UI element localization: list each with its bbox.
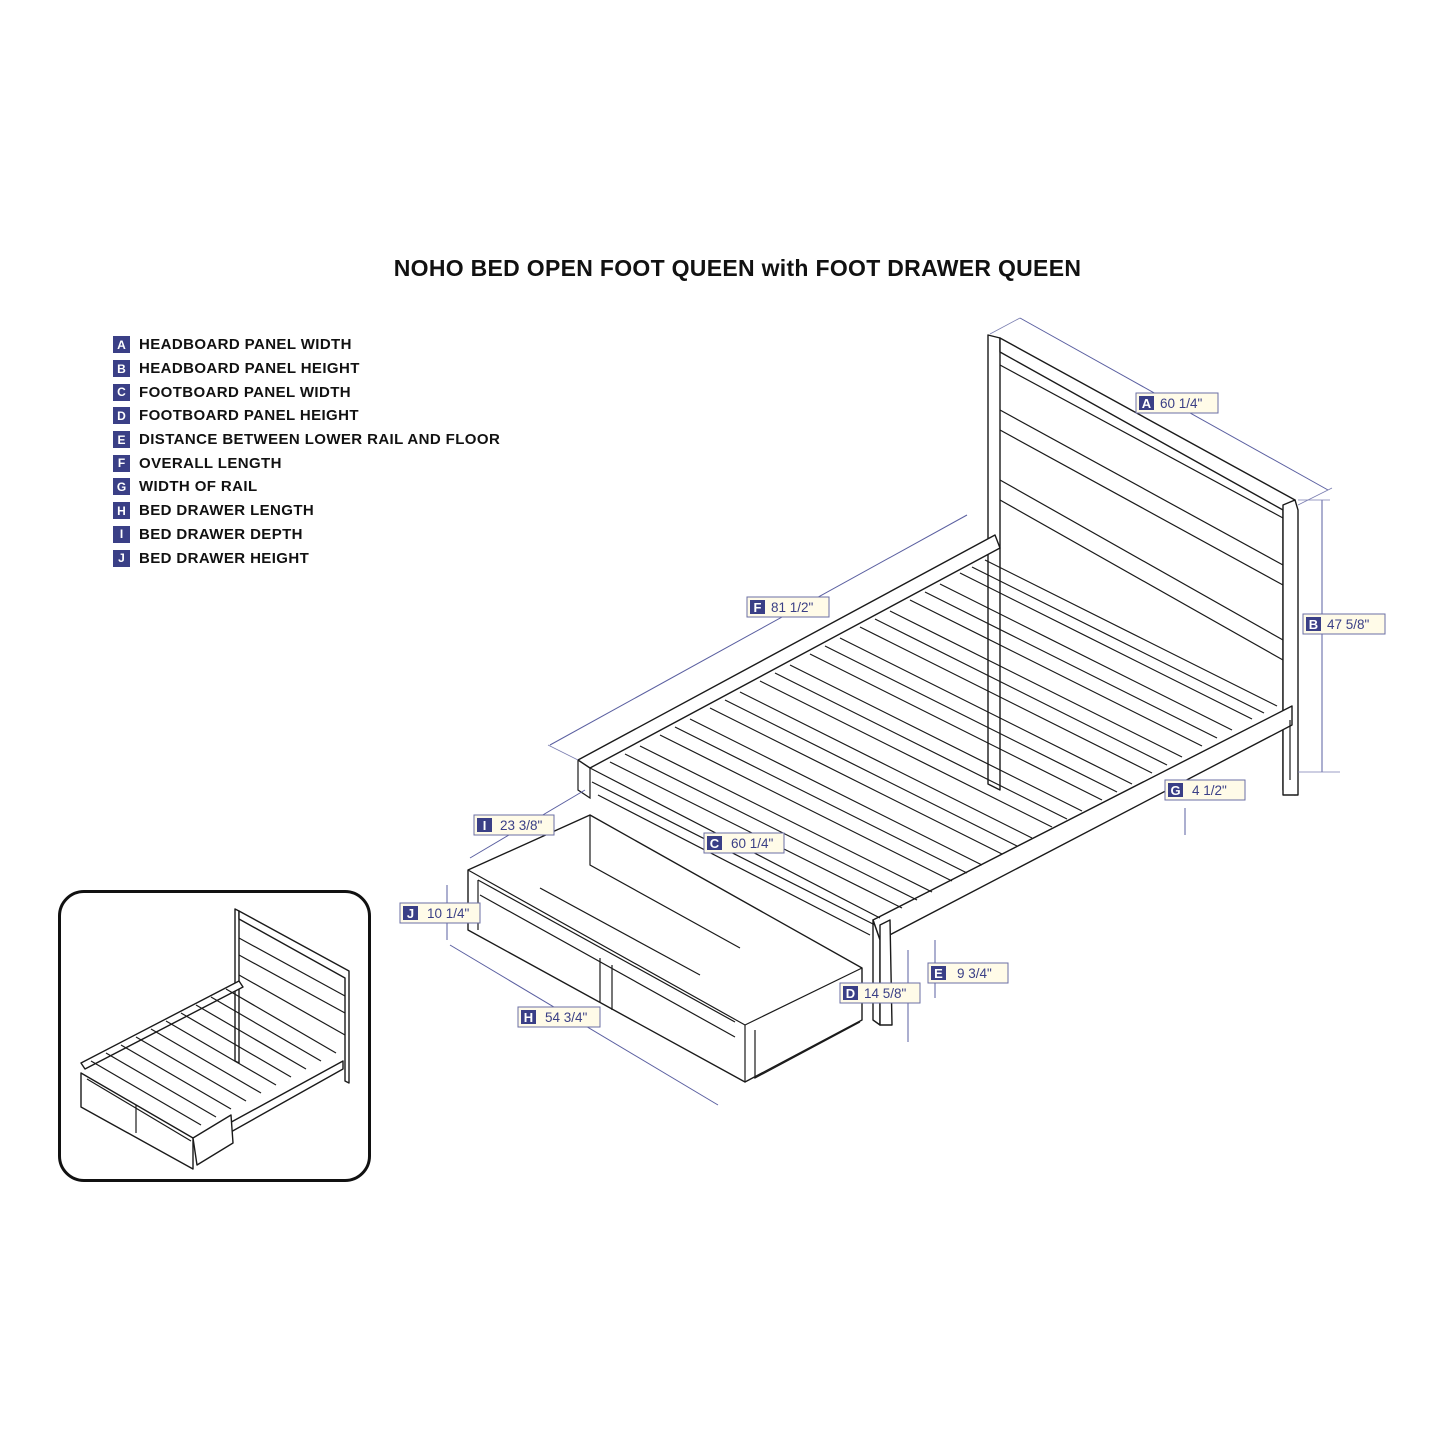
dim-value-a: 60 1/4" (1160, 396, 1203, 411)
dim-label-c: C 60 1/4" (703, 832, 785, 854)
legend-key-d: D (113, 407, 130, 425)
assembled-bed-thumbnail (58, 890, 371, 1182)
legend-label-f: OVERALL LENGTH (139, 454, 282, 472)
legend-item-c: C FOOTBOARD PANEL WIDTH (113, 380, 500, 404)
legend-item-j: J BED DRAWER HEIGHT (113, 546, 500, 570)
dim-label-f: F 81 1/2" (746, 596, 830, 618)
dim-value-j: 10 1/4" (427, 906, 470, 921)
legend-label-d: FOOTBOARD PANEL HEIGHT (139, 407, 359, 425)
legend-item-g: G WIDTH OF RAIL (113, 475, 500, 499)
legend-label-a: HEADBOARD PANEL WIDTH (139, 336, 352, 354)
dim-label-j: J 10 1/4" (399, 902, 481, 924)
legend-key-i: I (113, 525, 130, 543)
legend-label-j: BED DRAWER HEIGHT (139, 549, 310, 567)
legend-item-i: I BED DRAWER DEPTH (113, 523, 500, 547)
legend-item-d: D FOOTBOARD PANEL HEIGHT (113, 404, 500, 428)
legend-label-i: BED DRAWER DEPTH (139, 525, 303, 543)
dim-value-b: 47 5/8" (1327, 617, 1370, 632)
legend-item-f: F OVERALL LENGTH (113, 451, 500, 475)
dim-key-c: C (710, 836, 720, 851)
dim-label-b: B 47 5/8" (1302, 613, 1386, 635)
dim-value-h: 54 3/4" (545, 1010, 588, 1025)
legend-key-j: J (113, 549, 130, 567)
legend-item-h: H BED DRAWER LENGTH (113, 499, 500, 523)
dim-key-d: D (846, 986, 855, 1001)
legend-item-b: B HEADBOARD PANEL HEIGHT (113, 357, 500, 381)
dim-label-d: D 14 5/8" (839, 982, 921, 1004)
dim-label-h: H 54 3/4" (517, 1006, 601, 1028)
dim-key-j: J (407, 906, 414, 921)
dim-value-c: 60 1/4" (731, 836, 774, 851)
legend-key-f: F (113, 454, 130, 472)
legend-label-c: FOOTBOARD PANEL WIDTH (139, 383, 351, 401)
bed-slats (609, 559, 1278, 909)
dimension-legend: A HEADBOARD PANEL WIDTH B HEADBOARD PANEL … (113, 333, 500, 570)
dim-label-a: A 60 1/4" (1135, 392, 1219, 414)
dim-key-a: A (1142, 396, 1152, 411)
dim-key-h: H (524, 1010, 533, 1025)
legend-key-c: C (113, 383, 130, 401)
dim-value-e: 9 3/4" (957, 966, 992, 981)
dim-key-i: I (483, 818, 487, 833)
dim-value-g: 4 1/2" (1192, 783, 1227, 798)
legend-label-b: HEADBOARD PANEL HEIGHT (139, 360, 360, 378)
dim-label-i: I 23 3/8" (473, 814, 555, 836)
dim-key-f: F (754, 600, 762, 615)
dim-key-b: B (1309, 617, 1318, 632)
dim-value-i: 23 3/8" (500, 818, 543, 833)
dim-key-e: E (934, 966, 943, 981)
legend-label-h: BED DRAWER LENGTH (139, 502, 315, 520)
legend-key-a: A (113, 336, 130, 354)
dim-value-d: 14 5/8" (864, 986, 907, 1001)
thumbnail-drawing (80, 908, 350, 1170)
legend-item-a: A HEADBOARD PANEL WIDTH (113, 333, 500, 357)
diagram-title: NOHO BED OPEN FOOT QUEEN with FOOT DRAWE… (393, 255, 1082, 281)
dim-value-f: 81 1/2" (771, 600, 814, 615)
legend-key-e: E (113, 431, 130, 449)
dim-label-g: G 4 1/2" (1164, 779, 1246, 801)
bed-frame (577, 534, 1293, 1026)
dim-label-e: E 9 3/4" (927, 962, 1009, 984)
legend-label-g: WIDTH OF RAIL (139, 478, 258, 496)
legend-item-e: E DISTANCE BETWEEN LOWER RAIL AND FLOOR (113, 428, 500, 452)
legend-key-g: G (113, 478, 130, 496)
bed-drawer (467, 814, 863, 1083)
legend-key-b: B (113, 360, 130, 378)
legend-key-h: H (113, 502, 130, 520)
dim-key-g: G (1170, 783, 1180, 798)
legend-label-e: DISTANCE BETWEEN LOWER RAIL AND FLOOR (139, 431, 501, 449)
